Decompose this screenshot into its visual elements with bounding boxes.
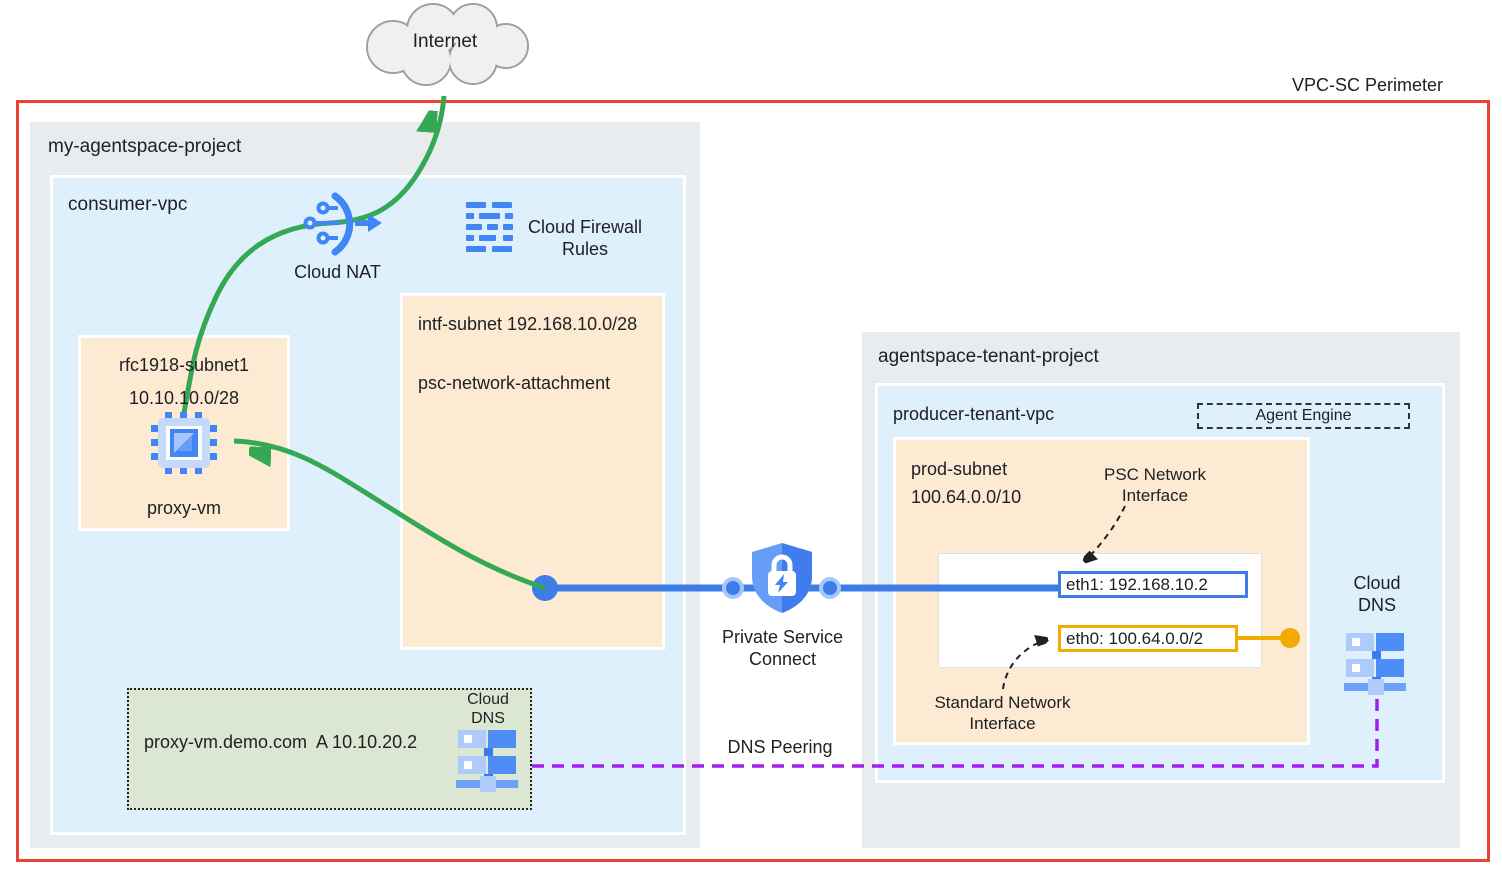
dns-zone-box [127,688,532,810]
proxy-vm-label: proxy-vm [146,498,221,518]
producer-tenant-vpc-label: producer-tenant-vpc [893,404,1055,424]
cloud-firewall-icon [466,202,513,252]
rfc1918-subnet-name: rfc1918-subnet1 [118,355,250,375]
internet-cloud-icon [366,3,529,86]
private-service-connect-icon [752,543,812,613]
prod-subnet-cidr: 100.64.0.0/10 [911,487,1022,507]
proxy-vm-compute-icon [151,412,217,474]
cloud-nat-icon [303,192,382,256]
psc-node-dot [823,581,837,595]
prod-subnet-name: prod-subnet [911,459,1008,479]
psc-nic-annotation-arrow [1084,505,1126,562]
eth0-interface-box: eth0: 100.64.0.0/2 [1058,625,1238,652]
eth1-interface-box: eth1: 192.168.10.2 [1058,571,1248,598]
my-agentspace-project-label: my-agentspace-project [48,136,242,157]
dns-record-text: proxy-vm.demo.com A 10.10.20.2 [144,732,418,752]
cloud-dns-icon [456,730,518,792]
cloud-dns-icon [1344,633,1406,695]
agent-engine-label: Agent Engine [1255,407,1352,424]
consumer-vpc-label: consumer-vpc [68,194,188,215]
dns-peering-line [532,699,1379,768]
dns-zone-cloud-dns-label: Cloud DNS [467,691,509,727]
return-to-proxy-vm-line [233,438,546,591]
vpc-sc-perimeter-label: VPC-SC Perimeter [1291,75,1443,95]
cloud-nat-label: Cloud NAT [294,262,381,282]
rfc1918-subnet-cidr: 10.10.10.0/28 [128,388,240,408]
rfc1918-subnet-box [78,335,290,531]
agent-engine-box: Agent Engine [1197,403,1410,429]
agentspace-tenant-project-label: agentspace-tenant-project [878,346,1099,367]
dns-peering-label: DNS Peering [727,737,833,757]
std-nic-annotation-arrow [1002,639,1048,690]
psc-node-dot [726,581,740,595]
psc-network-attachment-label: psc-network-attachment [418,373,611,393]
vpc-sc-perimeter-box [16,100,1490,862]
internet-label: Internet [412,31,478,52]
eth0-endpoint-dot [1280,628,1300,648]
intf-subnet-label: intf-subnet 192.168.10.0/28 [418,314,638,334]
